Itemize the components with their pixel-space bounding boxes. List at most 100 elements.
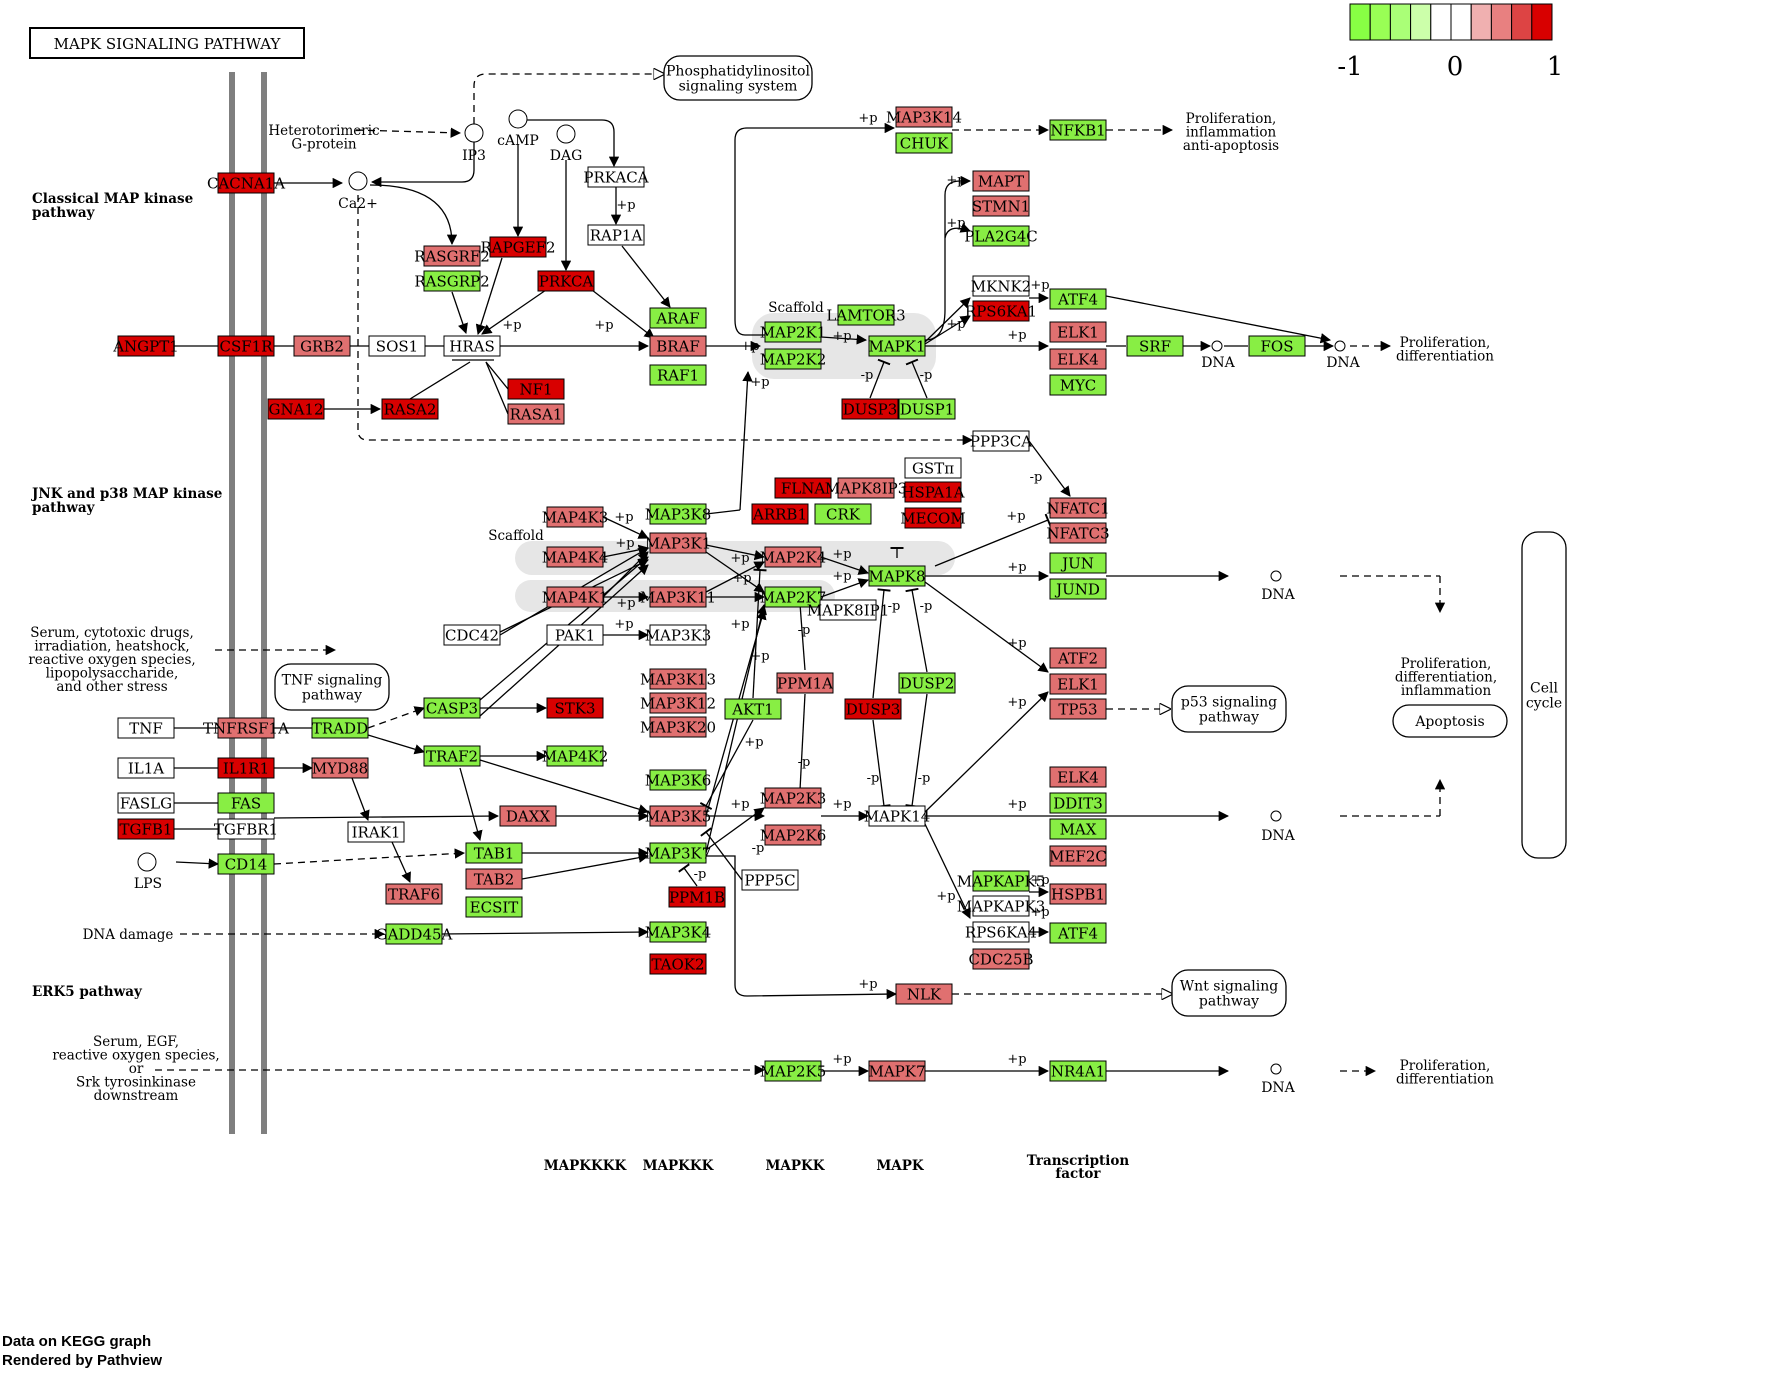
compound-camp[interactable]: cAMP <box>497 109 539 149</box>
gene-node-mef2c[interactable]: MEF2C <box>1049 845 1107 867</box>
gene-node-pak1[interactable]: PAK1 <box>546 624 604 646</box>
gene-node-stk3[interactable]: STK3 <box>546 697 604 719</box>
gene-node-mknk2[interactable]: MKNK2 <box>971 275 1031 297</box>
gene-node-atf4a[interactable]: ATF4 <box>1049 288 1107 310</box>
gene-node-dusp3a[interactable]: DUSP3 <box>841 398 899 420</box>
gene-node-rasa2[interactable]: RASA2 <box>381 398 439 420</box>
gene-node-taok2[interactable]: TAOK2 <box>649 953 707 975</box>
gene-node-rasa1[interactable]: RASA1 <box>507 403 565 425</box>
gene-node-ppp3ca[interactable]: PPP3CA <box>970 430 1032 452</box>
gene-node-mapk8ip1[interactable]: MAPK8IP1 <box>807 599 890 621</box>
gene-node-hras[interactable]: HRAS <box>443 335 501 357</box>
gene-node-tgfb1[interactable]: TGFB1 <box>117 818 175 840</box>
gene-node-mapk14[interactable]: MAPK14 <box>864 805 931 827</box>
gene-node-elk1a[interactable]: ELK1 <box>1049 321 1107 343</box>
gene-node-dusp1[interactable]: DUSP1 <box>898 398 956 420</box>
gene-node-map3k6[interactable]: MAP3K6 <box>645 769 712 791</box>
gene-node-crk[interactable]: CRK <box>814 503 872 525</box>
gene-node-gstpi[interactable]: GSTπ <box>904 457 962 479</box>
gene-node-atf2[interactable]: ATF2 <box>1049 647 1107 669</box>
gene-node-mapk8[interactable]: MAPK8 <box>868 565 926 587</box>
gene-node-map2k5[interactable]: MAP2K5 <box>760 1060 827 1082</box>
gene-node-nfatc3[interactable]: NFATC3 <box>1046 522 1110 544</box>
gene-node-jund[interactable]: JUND <box>1049 578 1107 600</box>
gene-node-fas[interactable]: FAS <box>217 792 275 814</box>
gene-node-tgfbr1[interactable]: TGFBR1 <box>214 818 278 840</box>
gene-node-srf[interactable]: SRF <box>1126 335 1184 357</box>
gene-node-chuk[interactable]: CHUK <box>895 132 953 154</box>
gene-node-dusp3b[interactable]: DUSP3 <box>844 698 902 720</box>
gene-node-map3k11[interactable]: MAP3K11 <box>640 586 716 608</box>
compound-ip3[interactable]: IP3 <box>462 123 486 164</box>
gene-node-map3k7[interactable]: MAP3K7 <box>645 842 712 864</box>
gene-node-tradd[interactable]: TRADD <box>311 717 369 739</box>
gene-node-map4k4[interactable]: MAP4K4 <box>542 546 609 568</box>
gene-node-tnf[interactable]: TNF <box>117 717 175 739</box>
gene-node-rps6ka4[interactable]: RPS6KA4 <box>965 921 1037 943</box>
gene-node-angpt1[interactable]: ANGPT1 <box>112 335 179 357</box>
gene-node-map4k2[interactable]: MAP4K2 <box>542 745 609 767</box>
compound-dag[interactable]: DAG <box>550 124 583 164</box>
gene-node-gna12[interactable]: GNA12 <box>267 398 325 420</box>
gene-node-fos[interactable]: FOS <box>1248 335 1306 357</box>
gene-node-rasgrf2[interactable]: RASGRF2 <box>414 245 490 267</box>
gene-node-map2k4[interactable]: MAP2K4 <box>760 546 827 568</box>
gene-node-map3k3[interactable]: MAP3K3 <box>645 624 712 646</box>
gene-node-elk4b[interactable]: ELK4 <box>1049 766 1107 788</box>
gene-node-mapk8ip3[interactable]: MAPK8IP3 <box>825 477 908 499</box>
gene-node-pla2g4c[interactable]: PLA2G4C <box>964 225 1038 247</box>
compound-lps[interactable]: LPS <box>134 852 162 892</box>
gene-node-nfatc1[interactable]: NFATC1 <box>1046 497 1110 519</box>
gene-node-cacna1a[interactable]: CACNA1A <box>207 172 285 194</box>
gene-node-dusp2[interactable]: DUSP2 <box>898 672 956 694</box>
gene-node-akt1[interactable]: AKT1 <box>724 698 782 720</box>
gene-node-traf6[interactable]: TRAF6 <box>385 883 443 905</box>
gene-node-map4k1[interactable]: MAP4K1 <box>542 586 609 608</box>
gene-node-rps6ka1[interactable]: RPS6KA1 <box>965 300 1037 322</box>
gene-node-tab2[interactable]: TAB2 <box>465 868 523 890</box>
gene-node-map3k14[interactable]: MAP3K14 <box>886 106 962 128</box>
gene-node-jun[interactable]: JUN <box>1049 552 1107 574</box>
gene-node-map2k6[interactable]: MAP2K6 <box>760 824 827 846</box>
pathway-link-apoptosis[interactable]: Apoptosis <box>1392 704 1508 738</box>
gene-node-atf4b[interactable]: ATF4 <box>1049 922 1107 944</box>
gene-node-il1r1[interactable]: IL1R1 <box>217 757 275 779</box>
gene-node-csf1r[interactable]: CSF1R <box>217 335 275 357</box>
gene-node-map3k4[interactable]: MAP3K4 <box>645 921 712 943</box>
gene-node-ppm1b[interactable]: PPM1B <box>668 886 726 908</box>
gene-node-gadd45a[interactable]: GADD45A <box>376 923 453 945</box>
gene-node-mecom[interactable]: MECOM <box>900 507 966 529</box>
gene-node-map3k5[interactable]: MAP3K5 <box>645 805 712 827</box>
gene-node-map2k3[interactable]: MAP2K3 <box>760 787 827 809</box>
gene-node-rapgef2[interactable]: RAPGEF2 <box>480 236 556 258</box>
gene-node-map3k8[interactable]: MAP3K8 <box>645 503 712 525</box>
gene-node-sos1[interactable]: SOS1 <box>368 335 426 357</box>
gene-node-ddit3[interactable]: DDIT3 <box>1049 792 1107 814</box>
gene-node-mapk7[interactable]: MAPK7 <box>868 1060 926 1082</box>
gene-node-daxx[interactable]: DAXX <box>499 805 557 827</box>
gene-node-arrb1[interactable]: ARRB1 <box>751 503 809 525</box>
gene-node-cdc25b[interactable]: CDC25B <box>968 948 1034 970</box>
gene-node-stmn1[interactable]: STMN1 <box>972 195 1030 217</box>
gene-node-ecsit[interactable]: ECSIT <box>465 896 523 918</box>
gene-node-map2k2[interactable]: MAP2K2 <box>760 348 827 370</box>
gene-node-raf1[interactable]: RAF1 <box>649 364 707 386</box>
gene-node-mapk1[interactable]: MAPK1 <box>868 335 926 357</box>
gene-node-elk1b[interactable]: ELK1 <box>1049 673 1107 695</box>
gene-node-ppp5c[interactable]: PPP5C <box>741 869 799 891</box>
gene-node-map3k1[interactable]: MAP3K1 <box>645 532 712 554</box>
gene-node-nlk[interactable]: NLK <box>895 983 953 1005</box>
gene-node-cdc42[interactable]: CDC42 <box>443 624 501 646</box>
gene-node-myd88[interactable]: MYD88 <box>311 757 369 779</box>
gene-node-cd14[interactable]: CD14 <box>217 853 275 875</box>
gene-node-grb2[interactable]: GRB2 <box>293 335 351 357</box>
gene-node-flna[interactable]: FLNA <box>774 477 832 499</box>
gene-node-prkaca[interactable]: PRKACA <box>583 166 649 188</box>
gene-node-rap1a[interactable]: RAP1A <box>587 224 645 246</box>
gene-node-araf[interactable]: ARAF <box>649 307 707 329</box>
